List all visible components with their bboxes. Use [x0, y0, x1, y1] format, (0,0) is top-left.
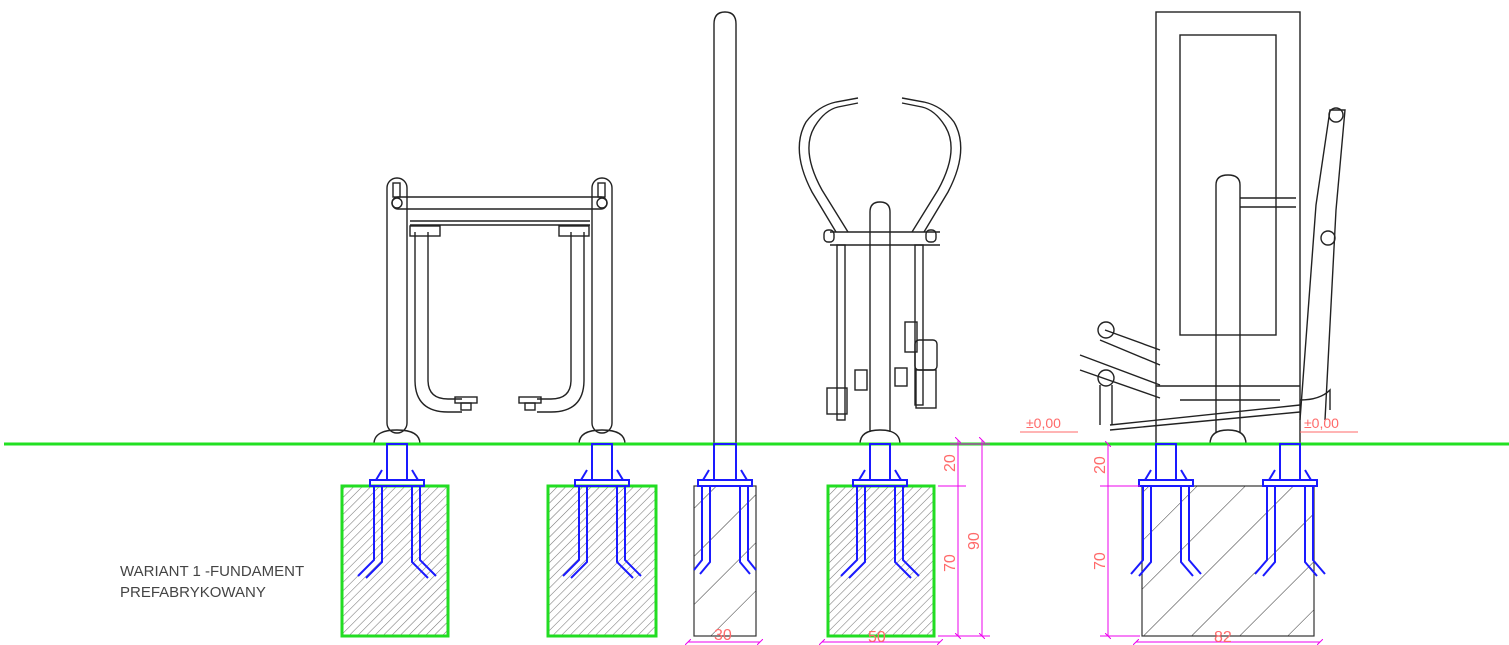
dim-depth-top-1: 20: [942, 454, 959, 472]
dim-width-b: 50: [868, 629, 886, 645]
dim-depth-block-1: 70: [942, 554, 959, 572]
post-equipment: [713, 11, 737, 444]
caption-line-2: PREFABRYKOWANY: [120, 584, 266, 601]
dimension-lines: [688, 440, 1320, 642]
level-mark-left: ±0,00: [1020, 415, 1078, 433]
cross-trainer-equipment: [798, 97, 962, 445]
dim-width-a: 30: [714, 627, 732, 644]
footing-4: [826, 484, 936, 638]
footing-1: [340, 484, 450, 638]
level-mark-text: ±0,00: [1026, 415, 1061, 431]
dim-depth-block-2: 70: [1092, 552, 1109, 570]
dim-width-c: 82: [1214, 629, 1232, 645]
level-mark-right: ±0,00: [1300, 415, 1358, 433]
anchor-group: [357, 443, 1326, 579]
dim-depth-total: 90: [966, 532, 983, 550]
level-mark-text: ±0,00: [1304, 415, 1339, 431]
foundation-caption: WARIANT 1 -FUNDAMENT PREFABRYKOWANY: [120, 561, 305, 603]
air-walker-equipment: [373, 177, 626, 445]
footing-2: [546, 484, 658, 638]
footing-5: [1141, 485, 1315, 637]
rower-equipment: [1079, 11, 1346, 445]
caption-line-1: WARIANT 1 -FUNDAMENT: [120, 563, 305, 580]
dim-depth-top-2: 20: [1092, 456, 1109, 474]
footing-3: [693, 485, 757, 637]
